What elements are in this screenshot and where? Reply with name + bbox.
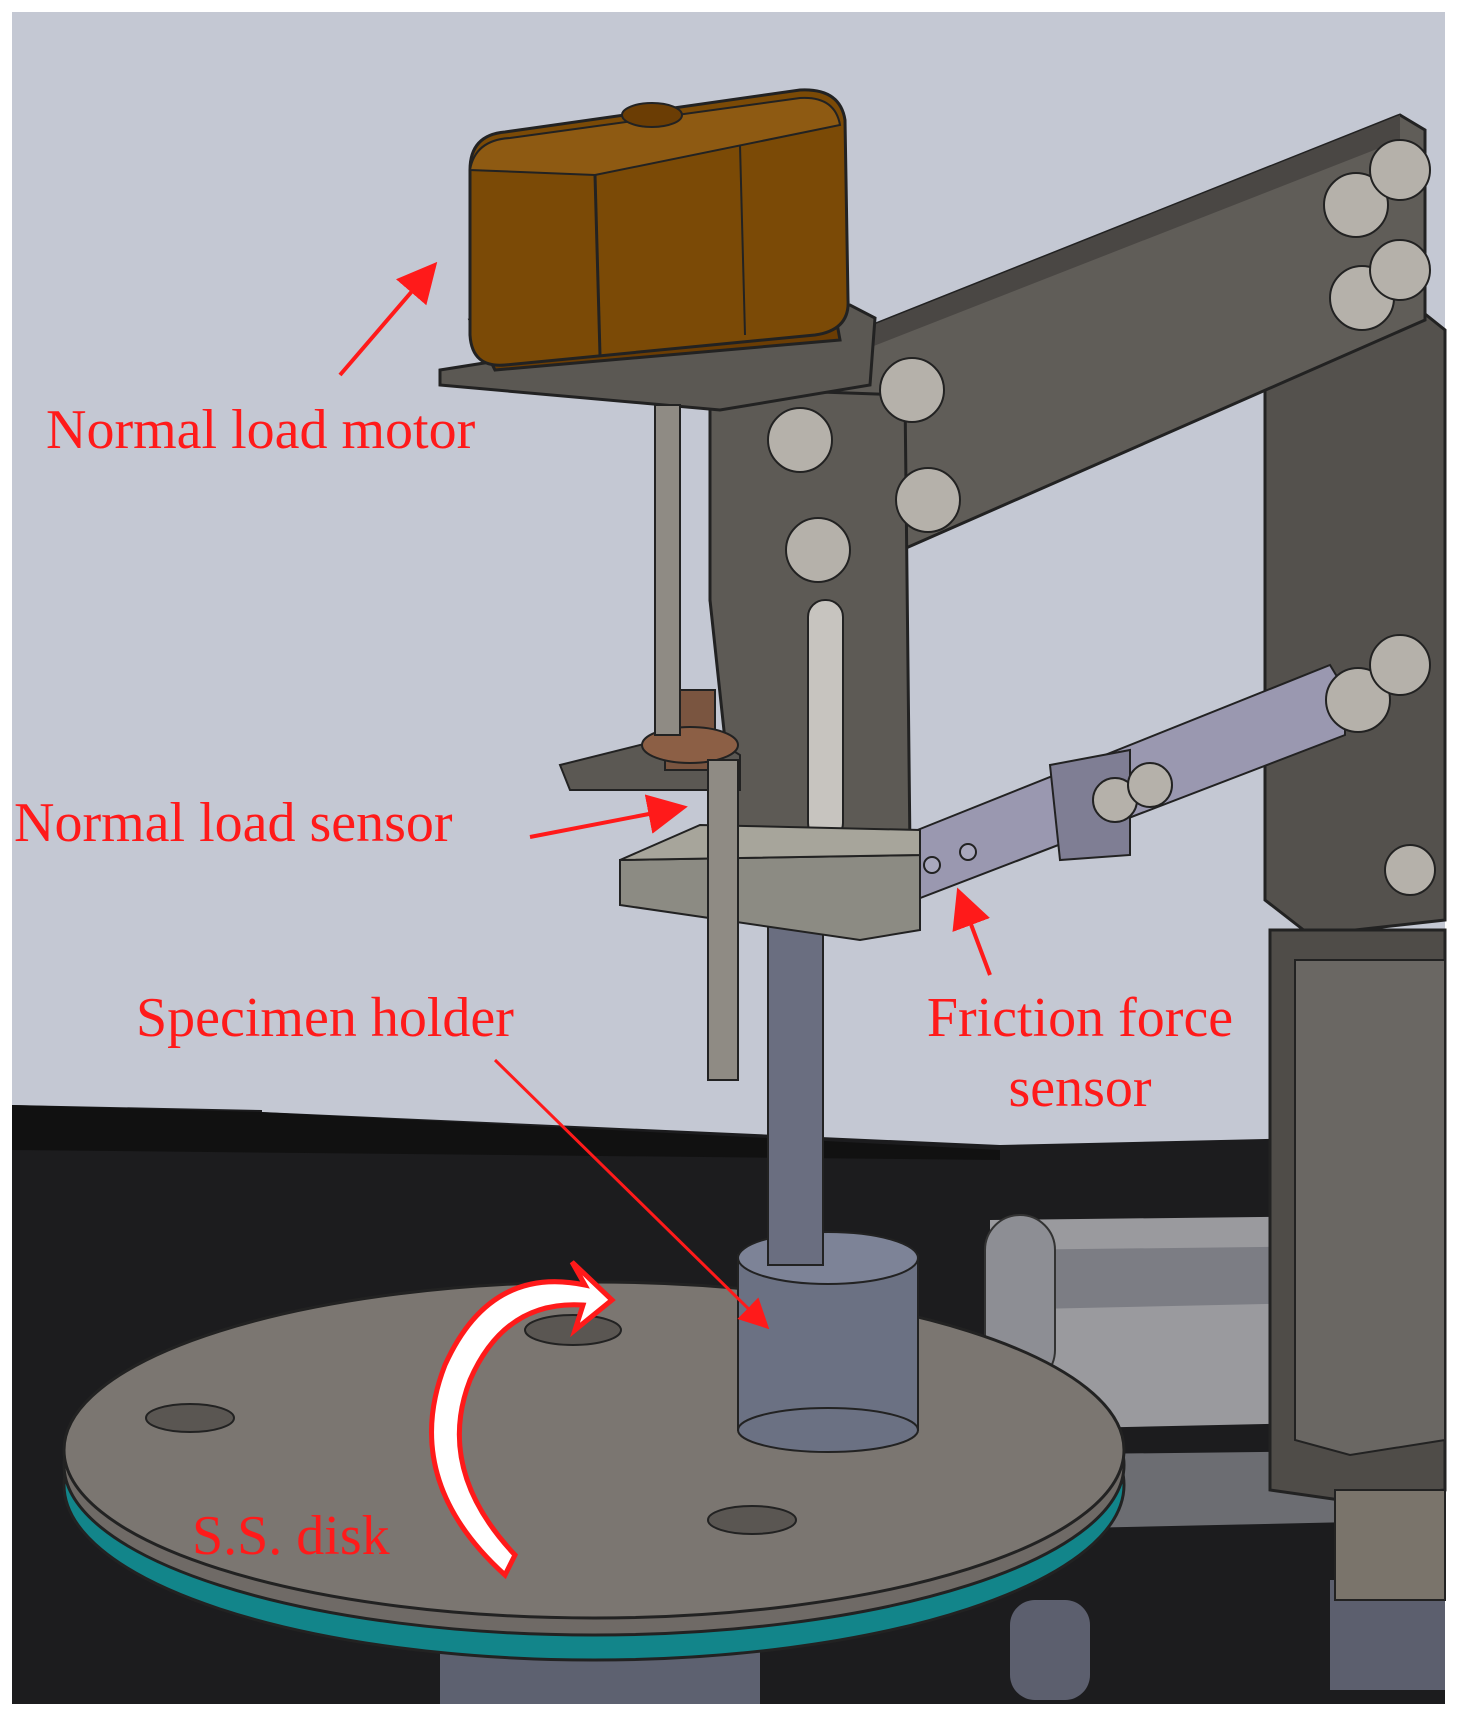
label-specimen-holder: Specimen holder [136,987,514,1049]
label-friction-force-sensor: Friction force sensor [890,990,1270,1116]
specimen-holder-arrow [493,1058,770,1330]
label-friction-force-line1: Friction force [926,987,1234,1049]
motor-arrow [338,261,438,377]
base-top [12,1105,1000,1160]
specimen-holder [737,919,919,1453]
label-normal-load-motor: Normal load motor [46,399,476,461]
ss-disk [62,1280,1126,1662]
label-normal-load-sensor: Normal load sensor [14,792,453,854]
friction-sensor-arrow [952,887,992,976]
frame [438,113,1447,1601]
load-sensor-arrow [529,794,688,839]
normal-load-motor [467,88,850,372]
label-ss-disk: S.S. disk [192,1505,390,1567]
bolts [767,139,1436,896]
label-friction-force-line2: sensor [1008,1057,1152,1119]
rotation-arrow-icon [429,1260,616,1580]
